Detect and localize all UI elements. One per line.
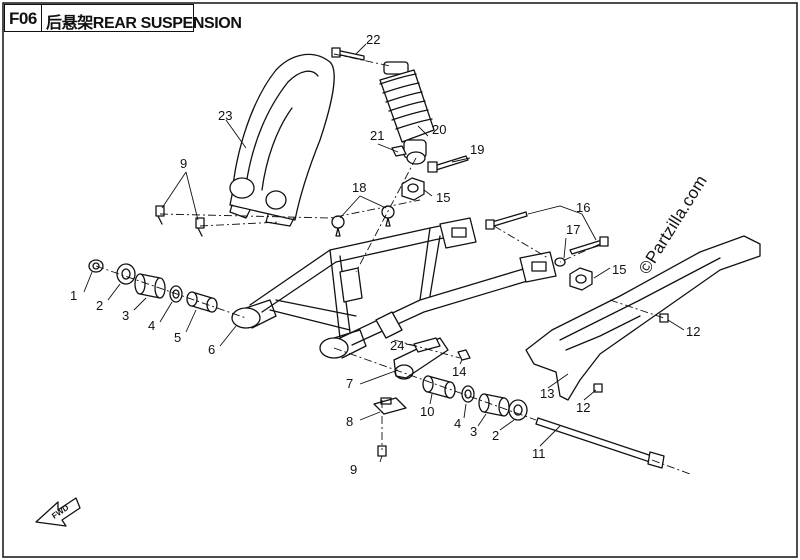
callout-2a: 2 bbox=[96, 298, 103, 313]
callout-13: 13 bbox=[540, 386, 554, 401]
nut-14-part bbox=[457, 349, 471, 361]
callout-3b: 3 bbox=[470, 424, 477, 439]
callout-23: 23 bbox=[218, 108, 232, 123]
callout-21: 21 bbox=[370, 128, 384, 143]
clip-18-right-part bbox=[381, 205, 395, 227]
callout-20: 20 bbox=[432, 122, 446, 137]
callout-18: 18 bbox=[352, 180, 366, 195]
bolt-9c-part bbox=[377, 445, 387, 457]
callout-4a: 4 bbox=[148, 318, 155, 333]
callout-17: 17 bbox=[566, 222, 580, 237]
chain-guard-13-part bbox=[525, 235, 761, 401]
seal-4-right-part bbox=[461, 385, 475, 403]
callout-16: 16 bbox=[576, 200, 590, 215]
callout-19: 19 bbox=[470, 142, 484, 157]
callout-6: 6 bbox=[208, 342, 215, 357]
plate-8-part bbox=[373, 397, 407, 415]
callout-9b: 9 bbox=[350, 462, 357, 477]
bushing-3-right-part bbox=[478, 393, 510, 417]
title-divider bbox=[41, 5, 42, 31]
bearing-10-part bbox=[422, 375, 456, 399]
clip-18-left-part bbox=[331, 215, 345, 237]
shock-absorber-part bbox=[379, 61, 435, 165]
callout-24: 24 bbox=[390, 338, 404, 353]
swing-arm-part bbox=[231, 217, 557, 359]
assembly-centerlines bbox=[95, 53, 691, 475]
rear-fender-part bbox=[229, 53, 335, 227]
axle-11-part bbox=[535, 417, 665, 469]
title-box: F06 后悬架REAR SUSPENSION bbox=[4, 4, 242, 32]
callout-22: 22 bbox=[366, 32, 380, 47]
bolt-19-part bbox=[427, 155, 469, 173]
callout-14: 14 bbox=[452, 364, 466, 379]
callout-15b: 15 bbox=[612, 262, 626, 277]
callout-2b: 2 bbox=[492, 428, 499, 443]
callout-4b: 4 bbox=[454, 416, 461, 431]
callout-11: 11 bbox=[532, 446, 546, 461]
callout-9a: 9 bbox=[180, 156, 187, 171]
fwd-arrow-icon bbox=[35, 497, 81, 527]
bolt-16a-part bbox=[485, 211, 528, 230]
bearing-5-part bbox=[186, 291, 218, 313]
callout-10: 10 bbox=[420, 404, 434, 419]
bolt-12b-part bbox=[593, 383, 603, 393]
callout-leaders bbox=[83, 43, 685, 463]
bolt-12a-part bbox=[659, 313, 669, 323]
callout-labels: 1 2 3 4 5 6 7 8 9 9 10 4 3 2 11 12 12 13… bbox=[70, 32, 700, 477]
nut-21-part bbox=[391, 145, 407, 157]
bolt-16b-part bbox=[569, 236, 609, 255]
washer-2-right-part bbox=[508, 399, 528, 421]
callout-15a: 15 bbox=[436, 190, 450, 205]
callout-1: 1 bbox=[70, 288, 77, 303]
callout-12b: 12 bbox=[576, 400, 590, 415]
nut-15b-part bbox=[569, 267, 593, 291]
callout-3a: 3 bbox=[122, 308, 129, 323]
diagram-title: 后悬架REAR SUSPENSION bbox=[46, 15, 242, 32]
bolt-9b-part bbox=[195, 217, 205, 237]
callout-12a: 12 bbox=[686, 324, 700, 339]
bolt-9a-part bbox=[155, 205, 165, 225]
callout-8: 8 bbox=[346, 414, 353, 429]
bolt-22-part bbox=[331, 47, 365, 61]
diagram-code: F06 bbox=[9, 9, 37, 28]
bushing-3-left-part bbox=[134, 273, 166, 299]
plate-24-part bbox=[413, 337, 441, 353]
washer-2-left-part bbox=[116, 263, 136, 285]
callout-5: 5 bbox=[174, 330, 181, 345]
nut-15a-part bbox=[401, 177, 425, 201]
callout-7: 7 bbox=[346, 376, 353, 391]
